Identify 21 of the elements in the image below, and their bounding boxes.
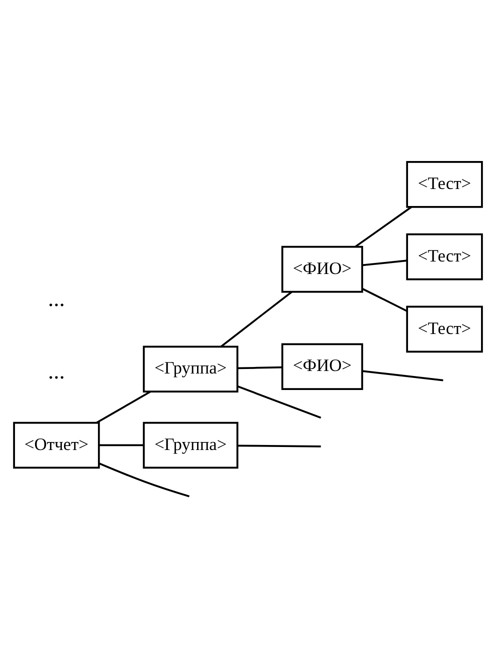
connector: [96, 390, 150, 424]
node-box: <Группа>: [142, 346, 238, 392]
label: ...: [48, 358, 64, 384]
node-box: <Тест>: [406, 306, 482, 353]
node-box: <Группа>: [142, 422, 238, 469]
node-box: <ФИО>: [280, 343, 363, 390]
connector: [98, 444, 144, 446]
label: ...: [48, 286, 64, 311]
connector: [361, 288, 407, 312]
connector: [220, 291, 292, 348]
connector: [362, 370, 443, 382]
connector: [98, 462, 190, 498]
connector: [354, 206, 412, 248]
node-box: <Отчет>: [12, 422, 100, 469]
connector: [237, 366, 282, 370]
node-box: <Тест>: [406, 161, 482, 208]
connector: [236, 386, 321, 419]
node-box: <Тест>: [406, 233, 482, 280]
connector: [362, 260, 407, 266]
connector: [237, 444, 320, 448]
node-box: <ФИО>: [280, 246, 363, 293]
